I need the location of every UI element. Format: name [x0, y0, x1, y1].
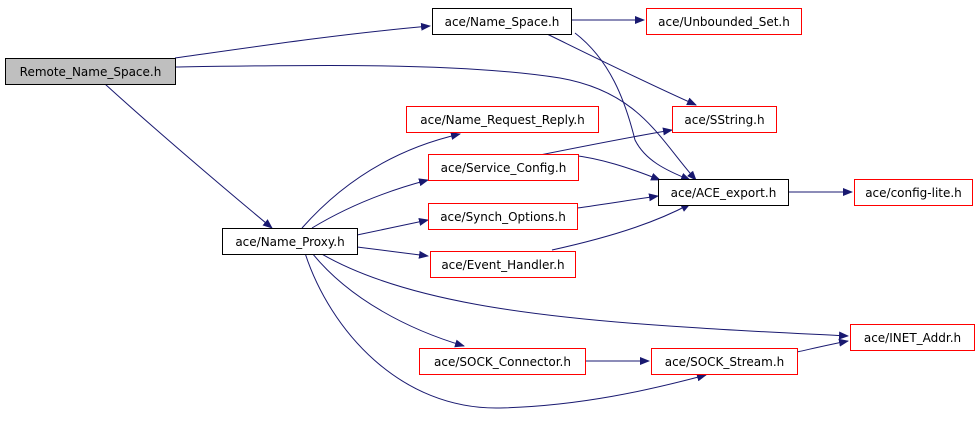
edge-name-proxy-to-event-handler: [356, 246, 429, 259]
node-name-request-reply: ace/Name_Request_Reply.h: [406, 106, 599, 133]
edge-name-proxy-to-synch-options: [356, 218, 429, 236]
node-label: ace/Name_Request_Reply.h: [420, 113, 584, 127]
node-box: [5, 58, 176, 85]
node-sock-connector: ace/SOCK_Connector.h: [419, 348, 586, 375]
node-box: [428, 154, 579, 181]
node-box: [432, 8, 572, 35]
edge-synch-options-to-ace-export: [576, 193, 659, 209]
node-label: ace/Service_Config.h: [441, 161, 567, 175]
node-label: ace/ACE_export.h: [671, 186, 777, 200]
node-sstring: ace/SString.h: [672, 106, 777, 133]
node-label: ace/Unbounded_Set.h: [658, 15, 790, 29]
node-box: [430, 251, 576, 278]
node-label: ace/SString.h: [684, 113, 764, 127]
node-box: [850, 324, 975, 351]
edge-name-space-to-ace-export: [574, 32, 691, 181]
node-ace-export[interactable]: ace/ACE_export.h: [658, 179, 789, 206]
node-label: Remote_Name_Space.h: [20, 65, 162, 79]
node-name-proxy[interactable]: ace/Name_Proxy.h: [222, 228, 358, 255]
node-label: ace/Event_Handler.h: [441, 258, 564, 272]
edge-name-proxy-to-sock-stream: [304, 252, 707, 409]
node-label: ace/SOCK_Connector.h: [434, 355, 571, 369]
dependency-edges: [104, 16, 853, 409]
node-label: ace/SOCK_Stream.h: [665, 355, 785, 369]
node-label: ace/Name_Space.h: [445, 15, 560, 29]
node-unbounded-set: ace/Unbounded_Set.h: [646, 8, 802, 35]
edge-remote-name-space-to-name-space: [174, 22, 431, 59]
node-remote-name-space: Remote_Name_Space.h: [5, 58, 176, 85]
edge-remote-name-space-to-ace-export: [174, 64, 697, 181]
edge-name-space-to-sstring: [544, 32, 697, 106]
edge-name-proxy-to-service-config: [311, 178, 429, 229]
node-label: ace/Synch_Options.h: [440, 210, 566, 224]
node-event-handler: ace/Event_Handler.h: [430, 251, 576, 278]
node-config-lite: ace/config-lite.h: [854, 179, 973, 206]
node-box: [428, 203, 578, 230]
edge-sock-stream-to-inet-addr: [796, 338, 849, 353]
node-synch-options: ace/Synch_Options.h: [428, 203, 578, 230]
edge-name-proxy-to-name-request-reply: [301, 132, 461, 229]
node-label: ace/Name_Proxy.h: [235, 235, 344, 249]
node-label: ace/INET_Addr.h: [864, 331, 961, 345]
node-sock-stream: ace/SOCK_Stream.h: [651, 348, 798, 375]
header-nodes: Remote_Name_Space.h ace/Name_Space.h ace/U…: [5, 8, 975, 375]
node-label: ace/config-lite.h: [865, 186, 962, 200]
node-box: [658, 179, 789, 206]
node-inet-addr: ace/INET_Addr.h: [850, 324, 975, 351]
node-box: [406, 106, 599, 133]
edge-remote-name-space-to-name-proxy: [104, 83, 273, 229]
node-box: [672, 106, 777, 133]
node-name-space[interactable]: ace/Name_Space.h: [432, 8, 572, 35]
node-box: [651, 348, 798, 375]
node-box: [222, 228, 358, 255]
node-service-config: ace/Service_Config.h: [428, 154, 579, 181]
edge-service-config-to-sstring: [539, 127, 673, 156]
node-box: [854, 179, 973, 206]
edge-name-proxy-to-inet-addr: [319, 252, 849, 340]
edge-name-proxy-to-sock-connector: [311, 252, 465, 348]
edge-event-handler-to-ace-export: [551, 203, 691, 251]
node-box: [646, 8, 802, 35]
node-box: [419, 348, 586, 375]
edge-service-config-to-ace-export: [569, 154, 661, 181]
